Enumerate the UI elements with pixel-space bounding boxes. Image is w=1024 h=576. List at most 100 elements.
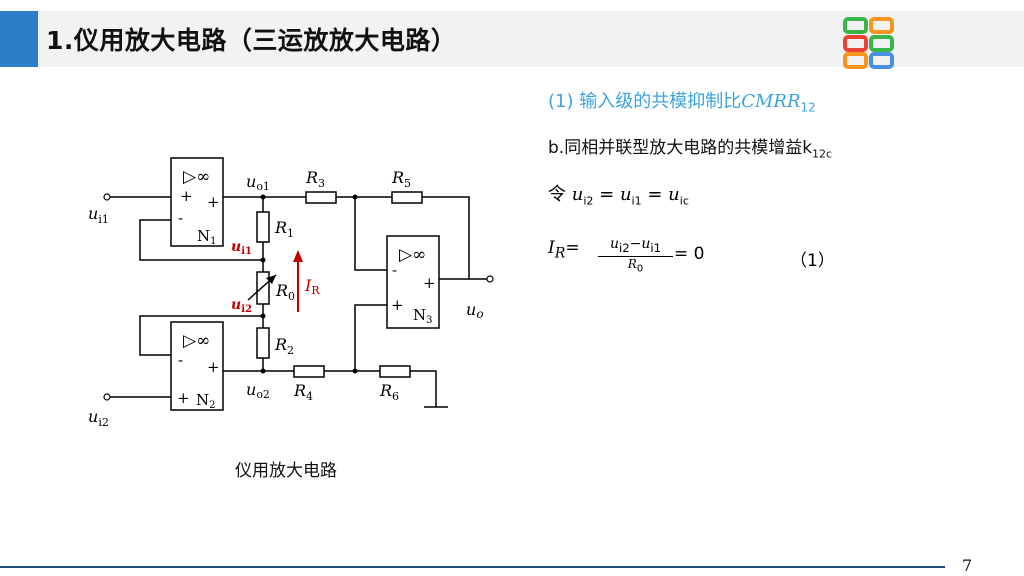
logo-icon — [843, 17, 894, 69]
eq1-sub-i1: i1 — [631, 194, 642, 208]
svg-text:R5: R5 — [391, 168, 411, 190]
n1-minus: - — [178, 209, 183, 227]
n1-plus-right: + — [207, 193, 220, 211]
n2-plus-left: + — [177, 389, 190, 407]
eq2-denominator: R0 — [598, 257, 673, 274]
ui1-red-label: u — [231, 239, 241, 255]
r5-label: R — [391, 168, 404, 187]
r4-label: R — [293, 381, 306, 400]
eq1-u-c: u — [668, 184, 680, 205]
n2-label-sub: 2 — [209, 400, 215, 411]
uo-label: u — [466, 300, 476, 319]
svg-text:R6: R6 — [379, 381, 399, 403]
n3-label: N — [413, 306, 426, 324]
eq2-num-minus-u: −u — [629, 236, 651, 252]
uo2-label: u — [246, 380, 256, 399]
equation-common-input: 令 ui2 = ui1 = uic — [548, 180, 689, 208]
eq1-equals-a: = — [599, 184, 615, 205]
eq2-rhs: = 0 — [674, 244, 705, 264]
n2-plus-right: + — [207, 358, 220, 376]
svg-text:N1: N1 — [197, 227, 217, 247]
svg-text:ui1: ui1 — [88, 204, 109, 226]
n2-label: N — [196, 391, 209, 409]
eq2-i: I — [548, 238, 555, 258]
ui1-label-sub: i1 — [98, 213, 109, 226]
ui2-red-label-sub: i2 — [241, 304, 252, 315]
r3-label: R — [305, 168, 318, 187]
page-number: 7 — [962, 556, 973, 575]
svg-text:ui1: ui1 — [231, 239, 252, 257]
eq2-equals: = — [565, 238, 580, 258]
svg-text:N2: N2 — [196, 391, 216, 411]
n3-symbol: ▷∞ — [399, 245, 426, 265]
r2-label-sub: 2 — [287, 344, 294, 357]
n2-symbol: ▷∞ — [183, 331, 210, 351]
r2-label: R — [274, 335, 287, 354]
svg-text:R4: R4 — [293, 381, 313, 403]
eq2-fraction: ui2−ui1 R0 — [598, 236, 673, 274]
section-cmrr-sub: 12 — [800, 100, 816, 115]
line2-text: b.同相并联型放大电路的共模增益k — [548, 138, 813, 158]
r3-label-sub: 3 — [318, 177, 325, 190]
circuit-caption: 仪用放大电路 — [235, 461, 337, 481]
n3-label-sub: 3 — [426, 315, 432, 326]
svg-text:ui2: ui2 — [231, 297, 252, 315]
section-heading: (1) 输入级的共模抑制比CMRR12 — [548, 87, 816, 115]
n1-label: N — [197, 227, 210, 245]
r1-label: R — [274, 218, 287, 237]
eq1-sub-ic: ic — [679, 194, 689, 208]
svg-text:IR: IR — [304, 276, 320, 297]
r5-label-sub: 5 — [404, 177, 411, 190]
section-cmrr: CMRR — [741, 91, 801, 112]
n3-plus-right: + — [423, 274, 436, 292]
svg-text:uo2: uo2 — [246, 380, 270, 401]
title-accent-bar — [0, 11, 38, 67]
svg-text:R0: R0 — [275, 281, 295, 303]
common-mode-gain-line: b.同相并联型放大电路的共模增益k12c — [548, 133, 832, 160]
r1-label-sub: 1 — [287, 227, 294, 240]
eq1-u-a: u — [571, 184, 584, 205]
uo2-label-sub: o2 — [256, 388, 270, 401]
eq1-prefix: 令 — [548, 184, 566, 205]
circuit-diagram: ▷∞ + + - N1 ▷∞ - + + N2 ▷∞ - + + N3 ui1 … — [88, 157, 494, 429]
n2-minus: - — [178, 351, 183, 369]
eq1-u-b: u — [619, 184, 632, 205]
r0-label-sub: 0 — [288, 290, 295, 303]
n1-plus-left: + — [180, 187, 193, 205]
svg-text:R1: R1 — [274, 218, 294, 240]
equation-number: （1） — [790, 251, 835, 271]
equation-ir: IR= ui2−ui1 R0 = 0 — [548, 236, 704, 274]
ui2-label: u — [88, 407, 98, 426]
eq2-den-r: R — [627, 256, 637, 271]
uo-label-sub: o — [476, 307, 483, 321]
eq1-equals-b: = — [647, 184, 663, 205]
ui2-label-sub: i2 — [98, 416, 109, 429]
svg-text:ui2: ui2 — [88, 407, 109, 429]
n3-minus: - — [392, 261, 397, 279]
eq1-sub-i2: i2 — [583, 194, 594, 208]
eq2-numerator: ui2−ui1 — [598, 236, 673, 257]
slide-title: 1.仪用放大电路（三运放放大电路） — [46, 26, 457, 55]
eq2-num-u: u — [609, 236, 619, 252]
section-prefix: (1) 输入级的共模抑制比 — [548, 91, 742, 112]
r4-label-sub: 4 — [306, 390, 313, 403]
r6-label-sub: 6 — [392, 390, 399, 403]
n1-symbol: ▷∞ — [183, 167, 210, 187]
svg-text:R2: R2 — [274, 335, 294, 357]
svg-text:R3: R3 — [305, 168, 325, 190]
n1-label-sub: 1 — [210, 236, 216, 247]
uo1-label: u — [246, 172, 256, 191]
ui2-red-label: u — [231, 297, 241, 313]
uo1-label-sub: o1 — [256, 180, 270, 193]
line2-sub: 12c — [812, 147, 833, 161]
eq2-den-sub: 0 — [636, 263, 644, 275]
eq2-num-i2: i2 — [618, 240, 630, 255]
svg-text:uo: uo — [466, 300, 484, 321]
footer-line — [0, 566, 945, 568]
ui1-label: u — [88, 204, 98, 223]
eq2-i-sub: R — [554, 245, 566, 262]
ir-label-sub: R — [311, 284, 320, 297]
ir-label: I — [304, 276, 312, 295]
r0-label: R — [275, 281, 288, 300]
svg-text:N3: N3 — [413, 306, 433, 326]
